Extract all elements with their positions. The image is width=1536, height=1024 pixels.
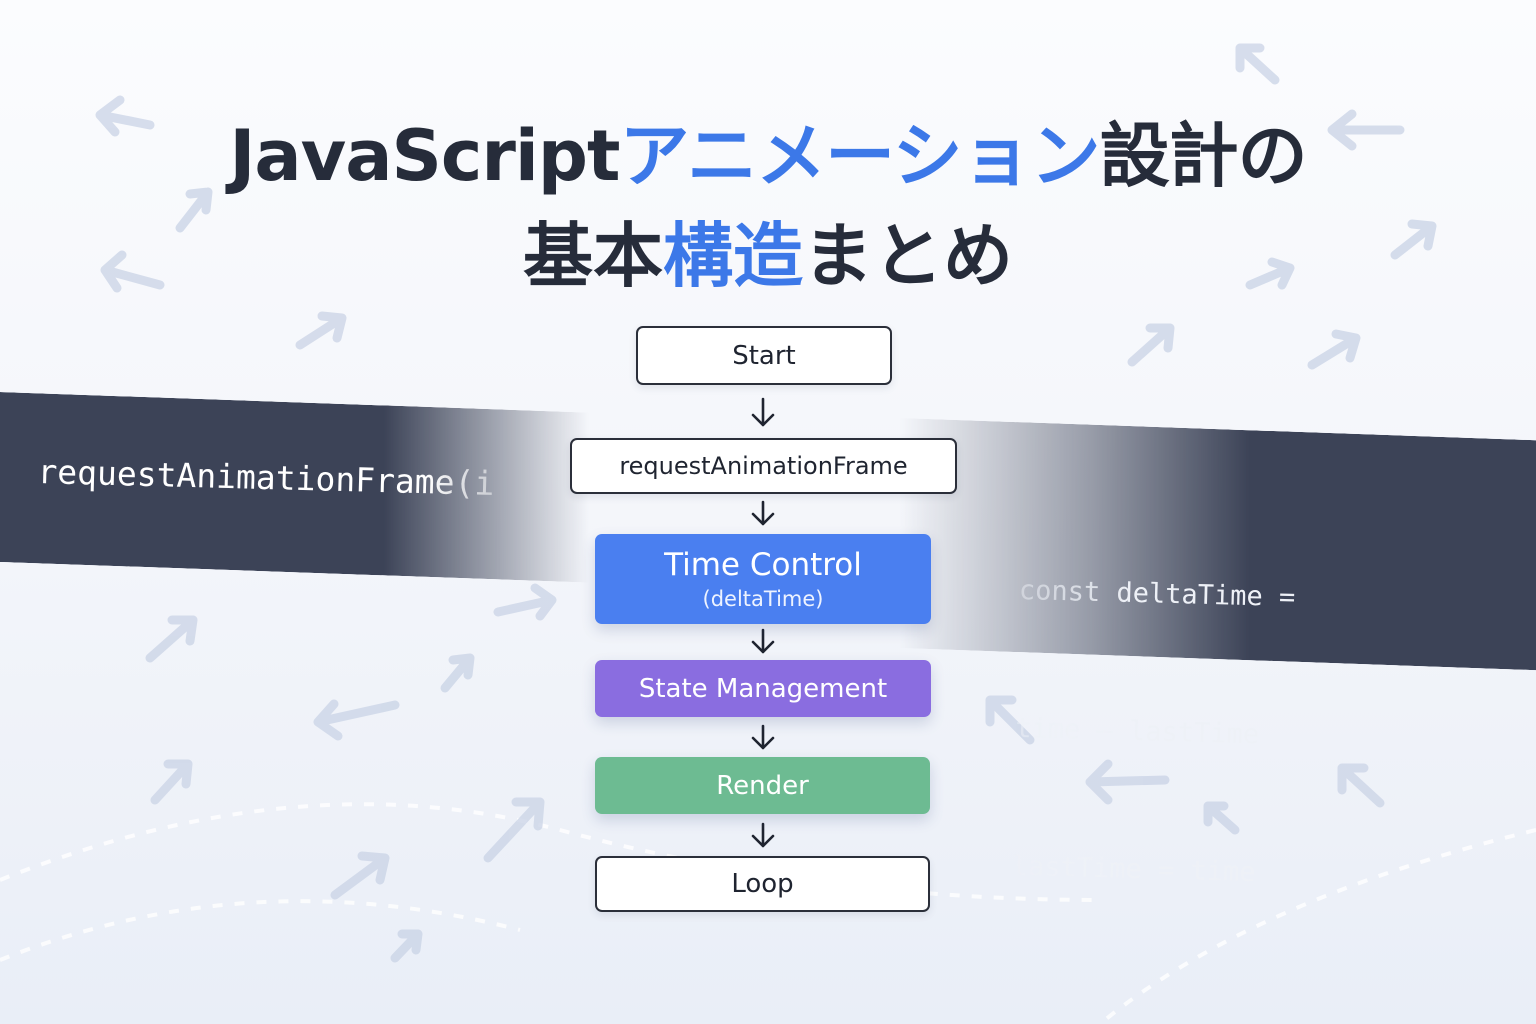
arrow-icon — [330, 851, 390, 900]
arrow-down-icon — [751, 724, 775, 750]
arrow-icon — [1307, 329, 1361, 370]
arrow-icon — [295, 311, 347, 350]
title-text-animation: アニメーション — [619, 115, 1100, 197]
arrow-icon — [1127, 323, 1175, 367]
page-title-line-1: JavaScriptアニメーション設計の — [0, 100, 1536, 201]
flow-node-time-control: Time Control (deltaTime) — [595, 534, 931, 624]
flow-node-start: Start — [636, 326, 892, 385]
dotted-swirl-line — [0, 899, 521, 962]
flow-node-request-animation-frame: requestAnimationFrame — [570, 438, 957, 494]
arrow-icon — [390, 929, 423, 963]
arrow-icon — [95, 95, 155, 137]
flow-node-render: Render — [595, 757, 930, 814]
arrow-down-icon — [751, 397, 775, 427]
flow-node-state-management: State Management — [595, 660, 931, 717]
dotted-swirl-line — [0, 802, 1101, 902]
title-text-structure: 構造 — [663, 215, 803, 297]
arrow-icon — [483, 797, 545, 863]
arrow-icon — [1235, 43, 1280, 85]
arrow-icon — [175, 187, 213, 233]
node-label: Loop — [731, 869, 794, 899]
title-text-design: 設計の — [1099, 115, 1308, 197]
arrow-icon — [313, 699, 400, 741]
arrow-icon — [1203, 801, 1240, 835]
arrow-down-icon — [751, 500, 775, 526]
node-label: requestAnimationFrame — [619, 452, 908, 480]
node-label: Time Control — [664, 547, 862, 583]
arrow-icon — [1245, 257, 1295, 290]
node-label: State Management — [638, 673, 888, 704]
arrow-icon — [1327, 109, 1405, 151]
node-sublabel: (deltaTime) — [702, 587, 824, 611]
title-text-javascript: JavaScript — [229, 115, 620, 197]
arrow-icon — [1085, 759, 1170, 805]
arrow-icon — [440, 653, 475, 693]
title-text-basic: 基本 — [523, 215, 663, 297]
arrow-icon — [145, 615, 198, 663]
dotted-swirl-line — [1098, 828, 1536, 1024]
arrow-icon — [100, 250, 165, 293]
arrow-down-icon — [751, 822, 775, 848]
arrow-icon — [1390, 219, 1437, 260]
arrow-down-icon — [751, 628, 775, 654]
flow-node-loop: Loop — [595, 856, 930, 912]
node-label: Render — [716, 770, 809, 801]
arrow-icon — [1337, 763, 1385, 808]
arrow-icon — [985, 695, 1035, 745]
page-title-line-2: 基本構造まとめ — [0, 200, 1536, 301]
arrow-icon — [150, 759, 193, 805]
title-text-summary: まとめ — [803, 215, 1013, 297]
node-label: Start — [732, 340, 796, 371]
arrow-icon — [493, 583, 557, 621]
